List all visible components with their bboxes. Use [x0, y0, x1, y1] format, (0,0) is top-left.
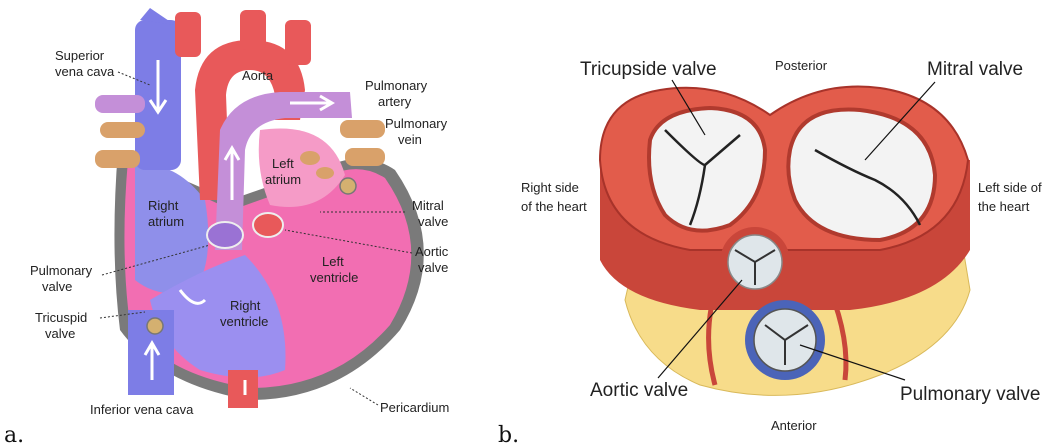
label-anterior: Anterior [771, 418, 817, 433]
label-right-side-2: of the heart [521, 199, 587, 214]
label-svc-2: vena cava [55, 64, 115, 79]
label-rv-2: ventricle [220, 314, 268, 329]
pulmonary-artery-left-branch [95, 95, 145, 113]
panel-a-heart-cross-section: Aorta Superior vena cava Pulmonary arter… [4, 8, 449, 448]
label-mitral-1: Mitral [412, 198, 444, 213]
label-pa-2: artery [378, 94, 412, 109]
leader-pericardium [350, 388, 378, 405]
aortic-valve-a [253, 213, 283, 237]
label-tricuspid-b: Tricupside valve [580, 59, 717, 80]
label-lv-2: ventricle [310, 270, 358, 285]
aorta-branch-3 [285, 20, 311, 65]
label-pv-1: Pulmonary [385, 116, 448, 131]
label-mitral-2: valve [418, 214, 448, 229]
label-tric-2: valve [45, 326, 75, 341]
descending-aorta [228, 370, 258, 408]
label-rv-1: Right [230, 298, 261, 313]
label-svc-1: Superior [55, 48, 105, 63]
label-pv-2: vein [398, 132, 422, 147]
label-pulm-valve-2: valve [42, 279, 72, 294]
pulmonary-vein-1 [340, 120, 385, 138]
label-lv-1: Left [322, 254, 344, 269]
label-pa-1: Pulmonary [365, 78, 428, 93]
caption-a: a. [4, 423, 24, 448]
pulmonary-valve [207, 222, 243, 248]
label-tric-1: Tricuspid [35, 310, 87, 325]
label-aortic-2: valve [418, 260, 448, 275]
label-left-side-1: Left side of [978, 180, 1042, 195]
label-aortic-b: Aortic valve [590, 380, 688, 401]
pulmonary-vein-opening-2 [316, 167, 334, 179]
pulmonary-vein-2 [345, 148, 385, 166]
label-right-side-1: Right side [521, 180, 579, 195]
label-ivc: Inferior vena cava [90, 402, 194, 417]
pulmonary-artery-left-branch-2 [100, 122, 145, 138]
label-la-2: atrium [265, 172, 301, 187]
label-la-1: Left [272, 156, 294, 171]
label-pulmonary-b: Pulmonary valve [900, 384, 1040, 405]
pulmonary-vein-3 [95, 150, 140, 168]
label-aortic-1: Aortic [415, 244, 449, 259]
label-pulm-valve-1: Pulmonary [30, 263, 93, 278]
caption-b: b. [498, 423, 519, 448]
mitral-node [340, 178, 356, 194]
aorta-branch-1 [175, 12, 201, 57]
label-aorta: Aorta [242, 68, 274, 83]
label-left-side-2: the heart [978, 199, 1030, 214]
label-posterior: Posterior [775, 58, 828, 73]
label-mitral-b: Mitral valve [927, 59, 1023, 80]
label-ra-2: atrium [148, 214, 184, 229]
label-ra-1: Right [148, 198, 179, 213]
panel-b-valve-plane: Tricupside valve Posterior Mitral valve … [498, 58, 1042, 448]
pulmonary-vein-opening-1 [300, 151, 320, 165]
label-pericardium: Pericardium [380, 400, 449, 415]
tricuspid-node [147, 318, 163, 334]
aorta-branch-2 [240, 10, 266, 50]
